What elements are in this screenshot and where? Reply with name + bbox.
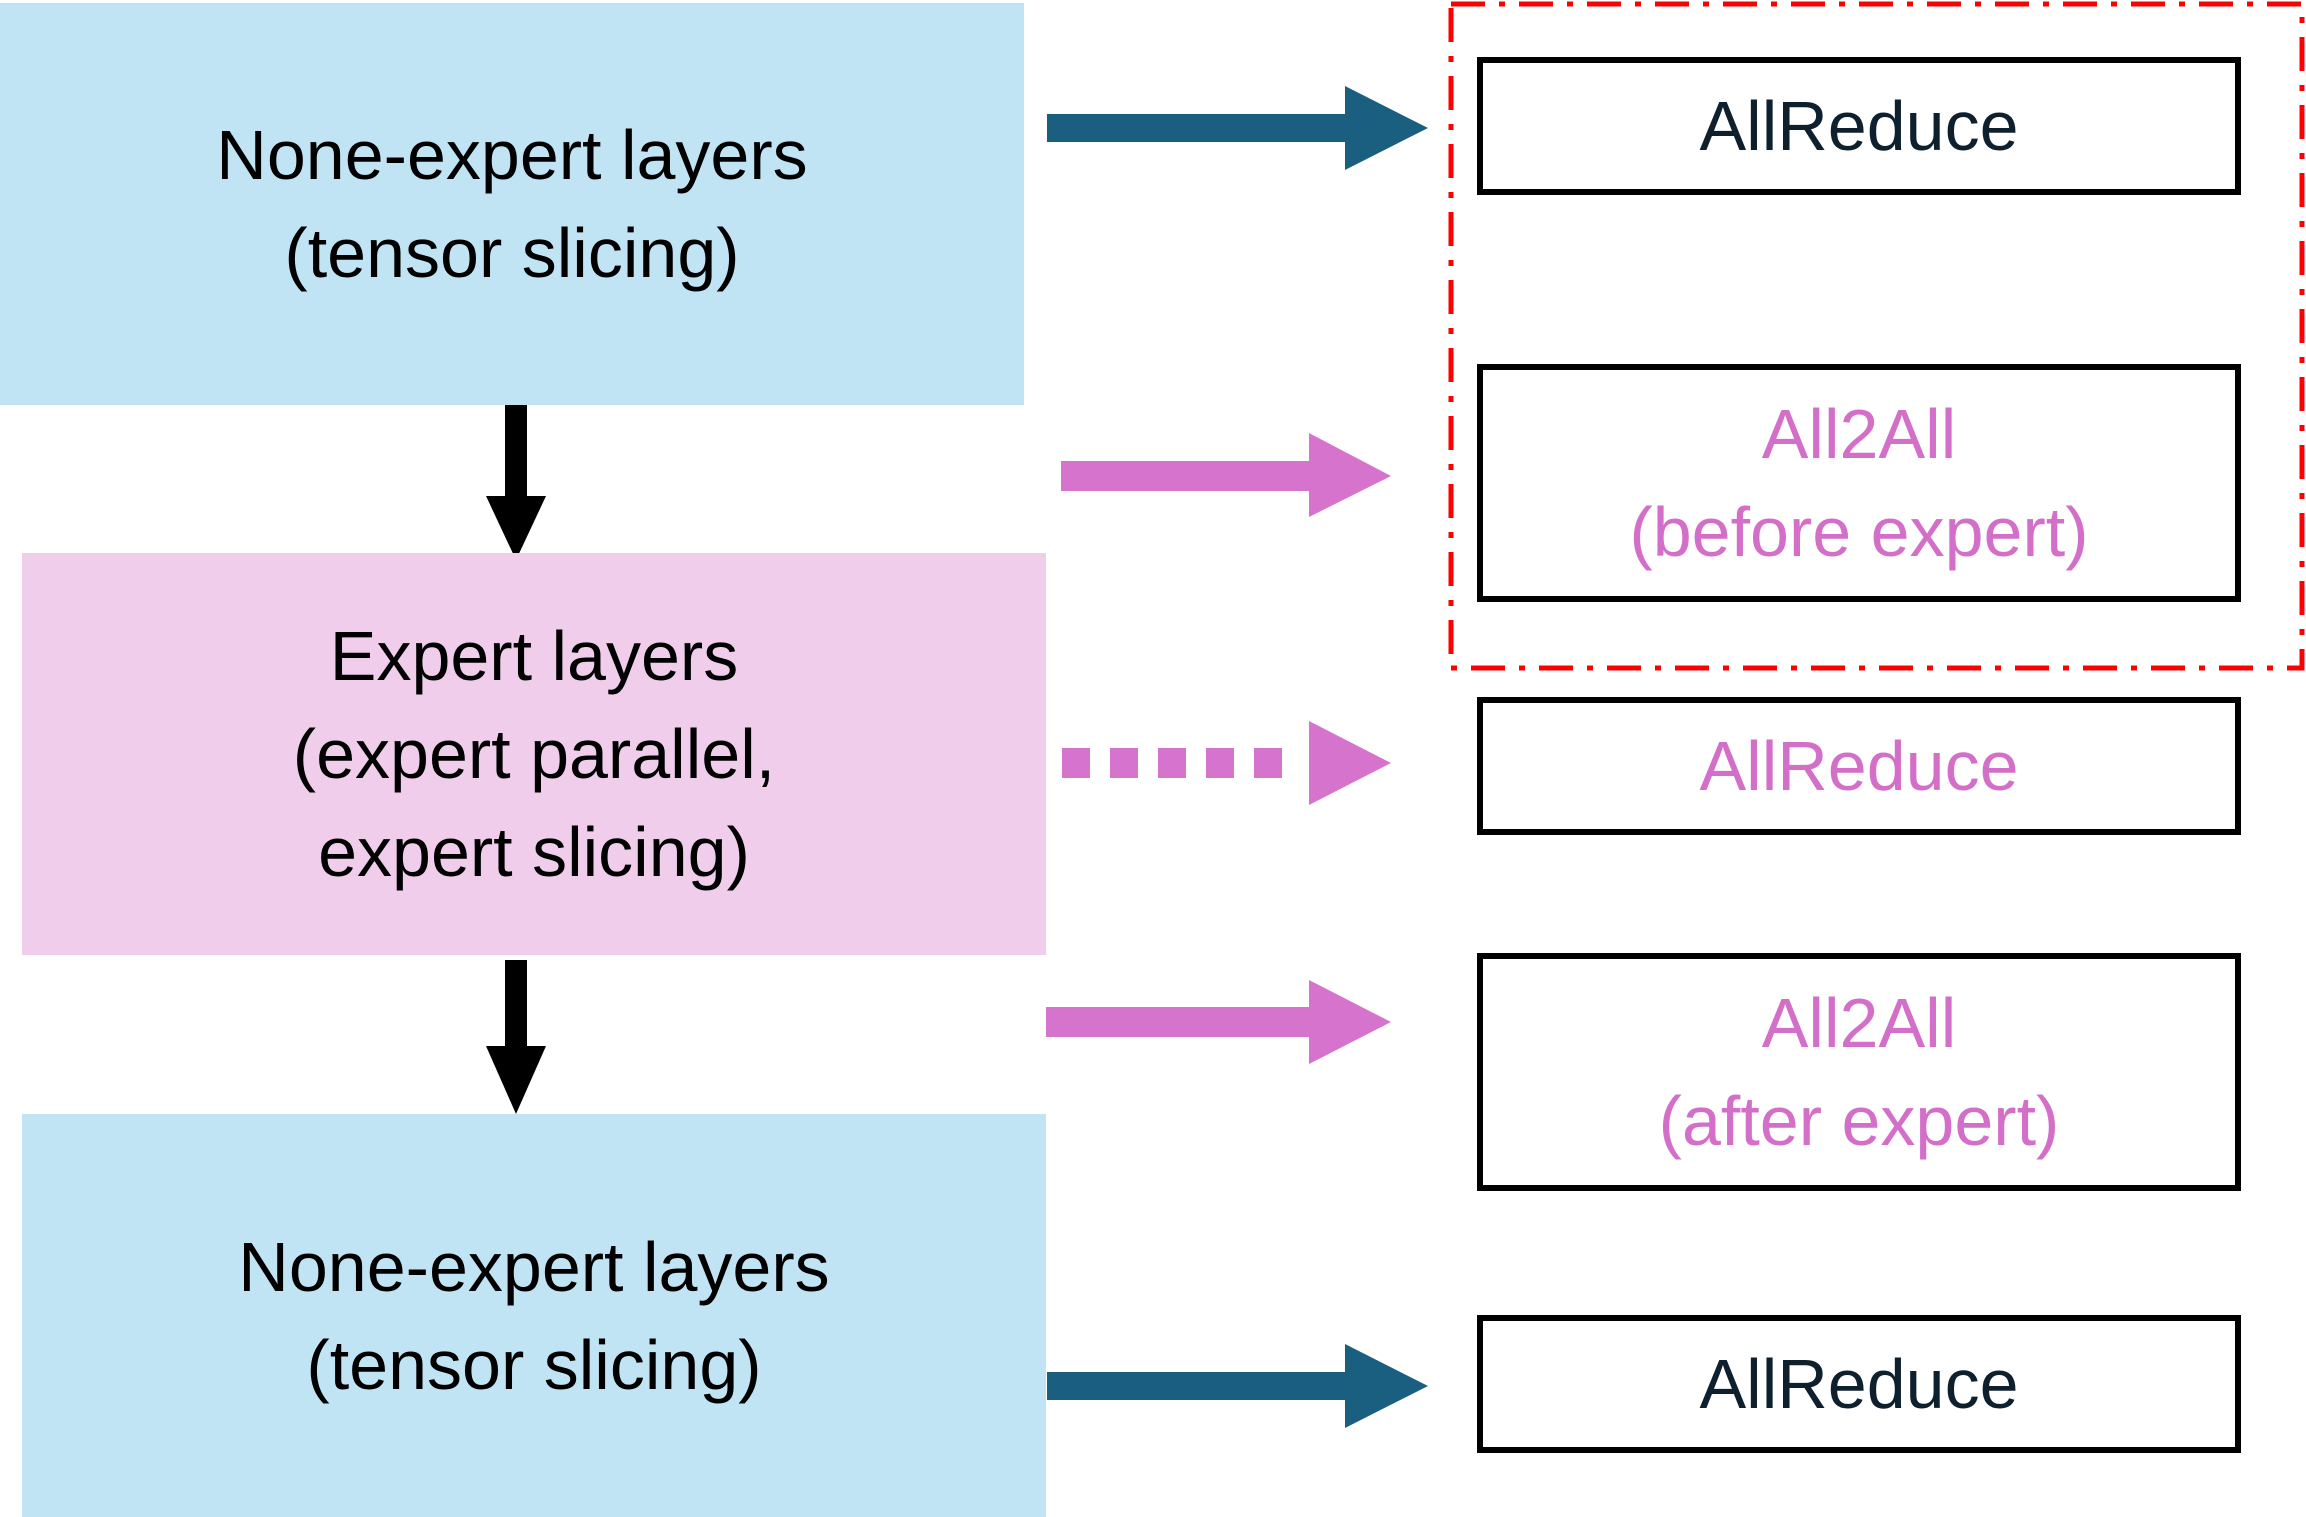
arrow-to-all2all-before bbox=[1061, 433, 1391, 517]
highlight-group-outline bbox=[1448, 1, 2305, 671]
allreduce-bottom-box: AllReduce bbox=[1477, 1315, 2241, 1453]
allreduce-mid-box: AllReduce bbox=[1477, 697, 2241, 835]
expert-layers-subtitle-2: expert slicing) bbox=[318, 813, 750, 891]
all2all-after-expert-box: All2All (after expert) bbox=[1477, 953, 2241, 1191]
all2all-before-sublabel: (before expert) bbox=[1629, 493, 2089, 571]
flow-arrow-middle-to-bottom bbox=[486, 960, 546, 1114]
none-expert-bottom-subtitle: (tensor slicing) bbox=[306, 1325, 762, 1404]
dotted-arrow-to-allreduce-mid bbox=[1062, 721, 1391, 805]
expert-layers: Expert layers (expert parallel, expert s… bbox=[22, 553, 1046, 955]
allreduce-mid-label: AllReduce bbox=[1699, 727, 2019, 805]
allreduce-top-box: AllReduce bbox=[1477, 57, 2241, 195]
all2all-after-label: All2All bbox=[1761, 984, 1957, 1062]
arrow-to-all2all-after bbox=[1046, 980, 1391, 1064]
arrow-to-allreduce-bottom bbox=[1047, 1344, 1428, 1428]
none-expert-top-subtitle: (tensor slicing) bbox=[284, 214, 740, 292]
flow-arrow-top-to-middle bbox=[486, 405, 546, 560]
expert-layers-title: Expert layers bbox=[329, 617, 739, 695]
allreduce-bottom-label: AllReduce bbox=[1699, 1345, 2019, 1423]
allreduce-top-label: AllReduce bbox=[1699, 87, 2019, 165]
expert-layers-subtitle-1: (expert parallel, bbox=[292, 715, 776, 793]
all2all-after-sublabel: (after expert) bbox=[1658, 1082, 2060, 1160]
none-expert-layers-bottom: None-expert layers (tensor slicing) bbox=[22, 1114, 1046, 1517]
arrow-to-allreduce-top bbox=[1047, 86, 1428, 170]
all2all-before-expert-box: All2All (before expert) bbox=[1477, 364, 2241, 602]
none-expert-layers-top: None-expert layers (tensor slicing) bbox=[0, 3, 1024, 405]
none-expert-bottom-title: None-expert layers bbox=[238, 1227, 830, 1306]
none-expert-top-title: None-expert layers bbox=[216, 116, 808, 194]
all2all-before-label: All2All bbox=[1761, 395, 1957, 473]
